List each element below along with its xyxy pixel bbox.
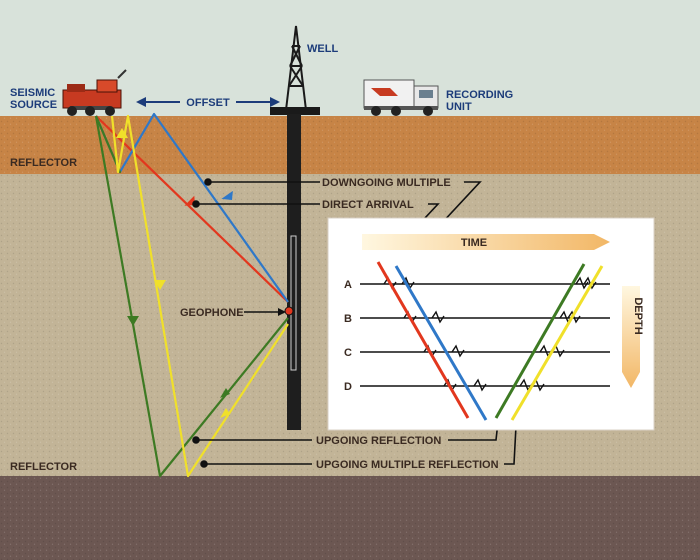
time-label: TIME [461, 237, 487, 249]
geophone-label: GEOPHONE [180, 307, 244, 319]
inset-blue-line [394, 265, 488, 421]
inset-red-line [376, 261, 470, 419]
direct-arrival-label: DIRECT ARRIVAL [322, 199, 414, 211]
upgoing-multiple-reflection-label: UPGOING MULTIPLE REFLECTION [316, 459, 499, 471]
reflector-top-label: REFLECTOR [10, 157, 77, 169]
depth-arrow [622, 286, 640, 388]
seismic-source-truck [62, 69, 127, 116]
borehole [287, 114, 301, 430]
time-arrow [362, 234, 610, 250]
depth-label: DEPTH [632, 297, 644, 334]
recording-unit-label-line1: RECORDING [446, 89, 513, 101]
downgoing-multiple-label: DOWNGOING MULTIPLE [322, 177, 451, 189]
recording-unit-label-line2: UNIT [446, 101, 472, 113]
level-a-label: A [344, 279, 352, 291]
well-derrick [270, 25, 320, 115]
offset-arrow [136, 97, 280, 107]
reflector-bottom-label: REFLECTOR [10, 461, 77, 473]
geophone-marker [284, 306, 294, 316]
recording-unit-truck [363, 79, 439, 116]
yellow-ray-upgoing-multiple [110, 114, 289, 478]
level-b-label: B [344, 313, 352, 325]
inset-panel [327, 217, 655, 431]
green-ray-upgoing-reflection [94, 115, 289, 478]
level-d-label: D [344, 381, 352, 393]
upgoing-reflection-label: UPGOING REFLECTION [316, 435, 441, 447]
inset-green-line [494, 263, 586, 419]
well-label: WELL [307, 43, 338, 55]
seismic-source-label-line1: SEISMIC [10, 87, 55, 99]
seismic-source-label-line2: SOURCE [10, 99, 57, 111]
borehole-casing [290, 235, 297, 371]
level-c-label: C [344, 347, 352, 359]
inset-yellow-line [510, 265, 604, 421]
ray-arrowheads [116, 128, 233, 418]
red-ray-direct-arrival [95, 115, 289, 303]
offset-label: OFFSET [186, 97, 230, 109]
green-ray-short [94, 115, 122, 174]
